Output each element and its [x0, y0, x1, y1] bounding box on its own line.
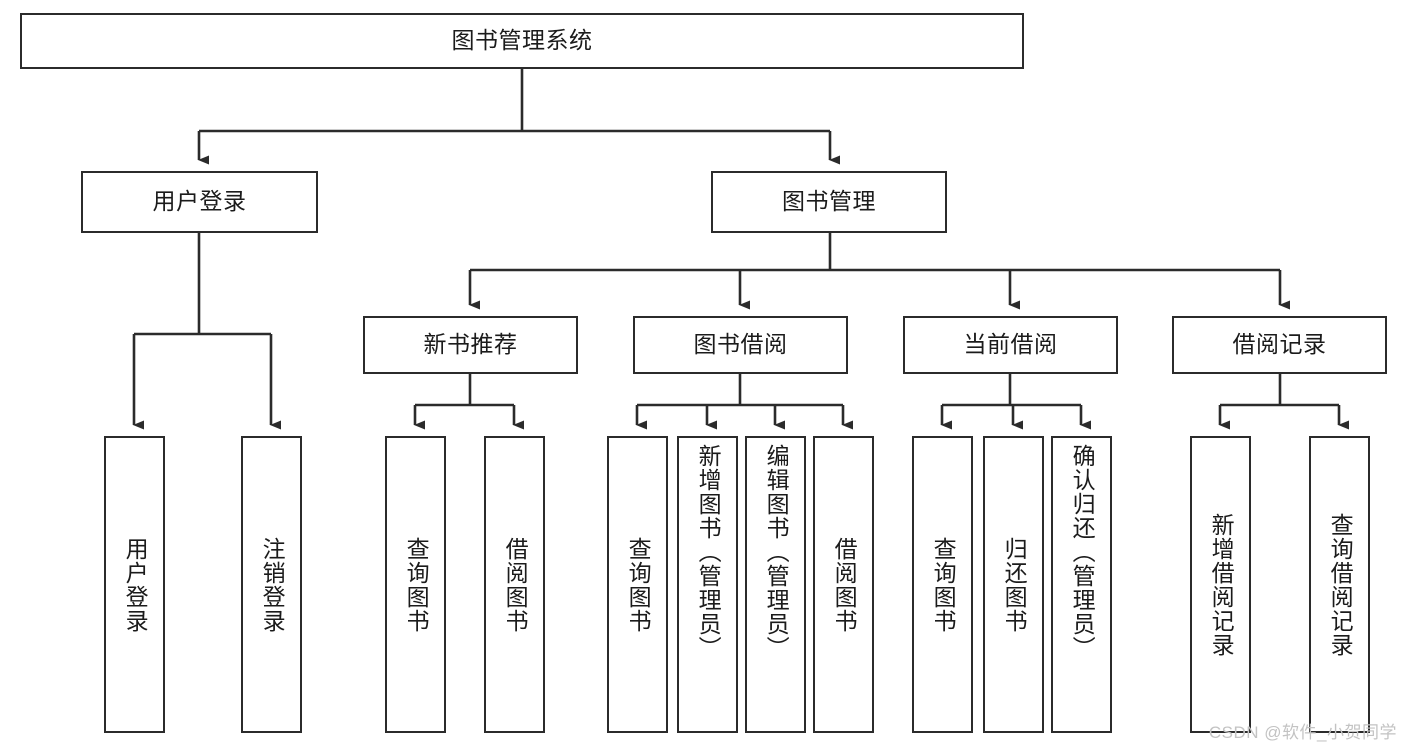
node-leaf-query-book-recommend-label: 查询图书	[403, 536, 430, 633]
node-book-manage[interactable]: 图书管理	[711, 171, 947, 233]
node-leaf-return-book-label: 归还图书	[1001, 536, 1028, 633]
edges-currentborrow-to-leaves	[940, 374, 1091, 430]
node-leaf-add-borrow-record[interactable]: 新增借阅记录	[1190, 436, 1251, 733]
node-leaf-borrow-book-recommend[interactable]: 借阅图书	[484, 436, 545, 733]
node-leaf-query-book-borrow[interactable]: 查询图书	[607, 436, 668, 733]
node-leaf-borrow-book[interactable]: 借阅图书	[813, 436, 874, 733]
node-leaf-add-borrow-record-label: 新增借阅记录	[1208, 512, 1235, 657]
node-new-book-recommend-label: 新书推荐	[423, 331, 518, 358]
node-borrow-record[interactable]: 借阅记录	[1172, 316, 1387, 374]
node-leaf-user-login-label: 用户登录	[122, 536, 149, 633]
edges-recommend-to-leaves	[413, 374, 524, 430]
node-root-system[interactable]: 图书管理系统	[20, 13, 1024, 69]
node-book-borrow[interactable]: 图书借阅	[633, 316, 848, 374]
node-leaf-query-book-current-label: 查询图书	[930, 536, 957, 633]
node-leaf-query-book-current[interactable]: 查询图书	[912, 436, 973, 733]
node-leaf-confirm-return[interactable]: 确认归还（管理员）	[1051, 436, 1112, 733]
node-new-book-recommend[interactable]: 新书推荐	[363, 316, 578, 374]
node-leaf-return-book[interactable]: 归还图书	[983, 436, 1044, 733]
node-current-borrow[interactable]: 当前借阅	[903, 316, 1118, 374]
edges-bookborrow-to-leaves	[635, 374, 853, 430]
node-leaf-add-book[interactable]: 新增图书（管理员）	[677, 436, 738, 733]
node-current-borrow-label: 当前借阅	[963, 331, 1058, 358]
edges-root-to-level2	[197, 69, 840, 165]
node-leaf-query-book-recommend[interactable]: 查询图书	[385, 436, 446, 733]
node-book-manage-label: 图书管理	[782, 188, 876, 215]
edges-userlogin-to-leaves	[132, 233, 281, 430]
edges-bookmanage-to-level3	[468, 233, 1290, 310]
node-leaf-borrow-book-label: 借阅图书	[831, 536, 858, 633]
node-leaf-query-book-borrow-label: 查询图书	[625, 536, 652, 633]
node-leaf-add-book-label: 新增图书（管理员）	[695, 444, 722, 660]
node-leaf-confirm-return-label: 确认归还（管理员）	[1069, 444, 1096, 660]
node-leaf-edit-book[interactable]: 编辑图书（管理员）	[745, 436, 806, 733]
edges-borrowrecord-to-leaves	[1218, 374, 1349, 430]
node-book-borrow-label: 图书借阅	[693, 331, 788, 358]
node-user-login-label: 用户登录	[152, 188, 247, 215]
node-leaf-user-logout-label: 注销登录	[259, 536, 286, 633]
node-leaf-query-borrow-record-label: 查询借阅记录	[1327, 512, 1354, 657]
node-leaf-edit-book-label: 编辑图书（管理员）	[763, 444, 790, 660]
node-leaf-user-login[interactable]: 用户登录	[104, 436, 165, 733]
node-leaf-query-borrow-record[interactable]: 查询借阅记录	[1309, 436, 1370, 733]
node-leaf-user-logout[interactable]: 注销登录	[241, 436, 302, 733]
node-user-login[interactable]: 用户登录	[81, 171, 318, 233]
node-leaf-borrow-book-recommend-label: 借阅图书	[502, 536, 529, 633]
node-root-label: 图书管理系统	[451, 27, 593, 54]
node-borrow-record-label: 借阅记录	[1232, 331, 1327, 358]
